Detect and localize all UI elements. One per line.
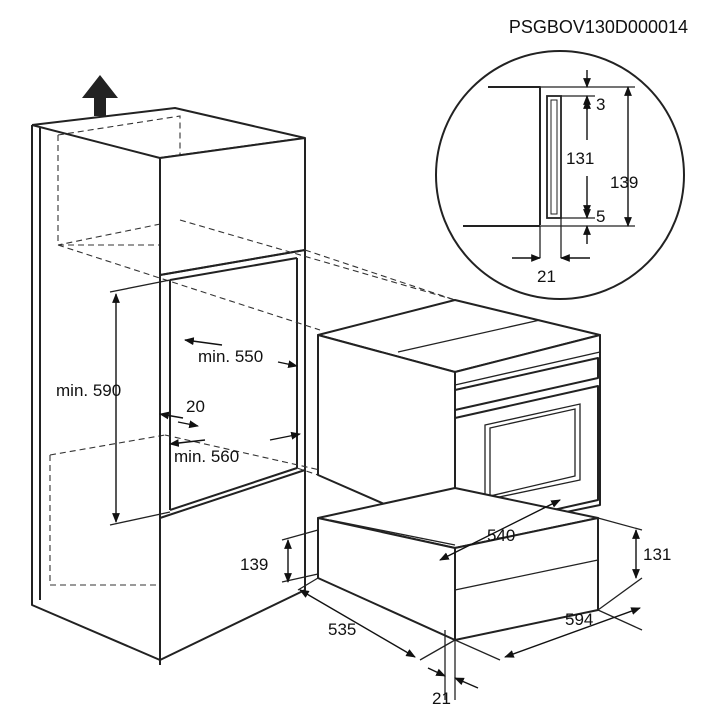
label-detail-21: 21 xyxy=(537,267,556,286)
cabinet xyxy=(31,75,456,665)
label-detail-5: 5 xyxy=(596,207,605,226)
oven xyxy=(317,299,601,536)
label-detail-131: 131 xyxy=(566,149,594,168)
label-gap-20: 20 xyxy=(186,397,205,416)
drawing-code: PSGBOV130D000014 xyxy=(509,17,688,37)
label-depth-535: 535 xyxy=(328,620,356,639)
warming-drawer xyxy=(317,487,599,641)
label-detail-139: 139 xyxy=(610,173,638,192)
label-min-550: min. 550 xyxy=(198,347,263,366)
label-width-540: 540 xyxy=(487,526,515,545)
label-bottom-21: 21 xyxy=(432,689,451,708)
dimension-lines xyxy=(109,279,643,700)
label-min-560: min. 560 xyxy=(174,447,239,466)
label-height-131: 131 xyxy=(643,545,671,564)
label-detail-3: 3 xyxy=(596,95,605,114)
label-height-139: 139 xyxy=(240,555,268,574)
label-min-590: min. 590 xyxy=(56,381,121,400)
label-width-594: 594 xyxy=(565,610,593,629)
dimension-labels: 3 131 139 5 21 min. 550 min. 590 20 min.… xyxy=(56,95,671,708)
up-arrow-icon xyxy=(82,75,118,116)
detail-view xyxy=(435,50,685,300)
